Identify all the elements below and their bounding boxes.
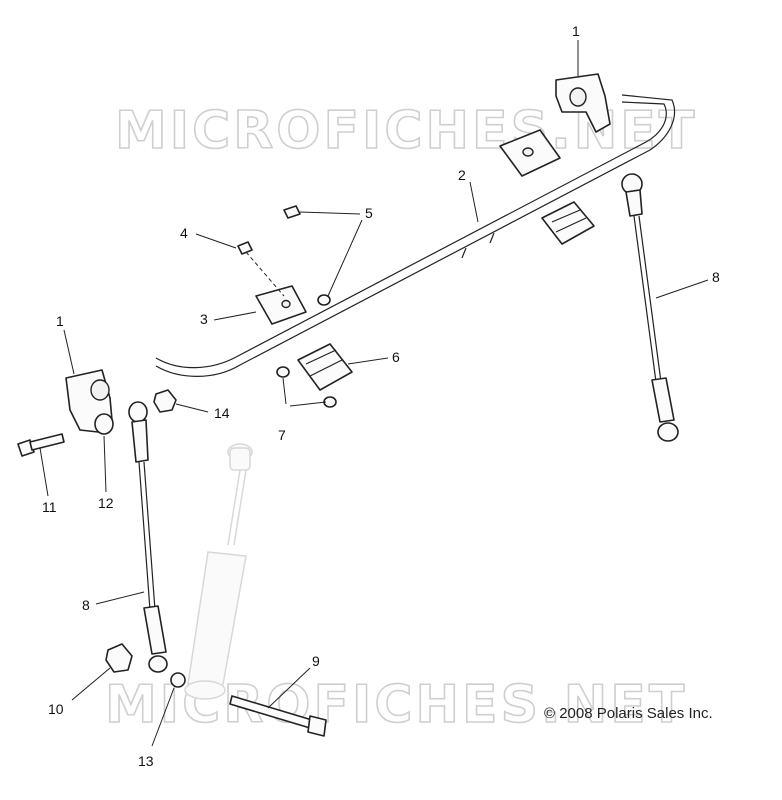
callout-7: 7 — [278, 427, 286, 443]
watermark-top: MICROFICHES.NET — [115, 101, 697, 161]
bar-clamp-3 — [255, 285, 307, 325]
callout-1-top: 1 — [572, 23, 580, 39]
washer-7a — [276, 366, 290, 378]
callout-6: 6 — [392, 349, 400, 365]
washer-12 — [94, 413, 114, 435]
callout-3: 3 — [200, 311, 208, 327]
stabilizer-bar — [155, 94, 676, 377]
stabilizer-link-right — [621, 173, 679, 442]
callout-8-left: 8 — [82, 597, 90, 613]
callout-12: 12 — [98, 495, 114, 511]
callout-13: 13 — [138, 753, 154, 769]
shock-absorber — [184, 443, 253, 700]
bolt-5a — [283, 205, 301, 219]
callout-8-right: 8 — [712, 269, 720, 285]
callout-11: 11 — [42, 499, 57, 515]
callout-5: 5 — [365, 205, 373, 221]
copyright-text: © 2008 Polaris Sales Inc. — [544, 705, 713, 722]
nut-14 — [153, 389, 177, 413]
stabilizer-link-left — [128, 401, 168, 673]
leader-lines — [39, 40, 709, 747]
nut-4 — [237, 241, 285, 297]
callout-1-left: 1 — [56, 313, 64, 329]
callout-14: 14 — [214, 405, 230, 421]
bar-bushing-top — [555, 73, 611, 133]
bar-clamp-top — [499, 129, 561, 177]
bolt-11 — [17, 433, 65, 457]
bolt-5b — [317, 294, 331, 306]
nut-10 — [105, 643, 133, 673]
bar-clamp-6 — [297, 343, 353, 391]
bar-clamp-right — [541, 201, 595, 245]
callout-2: 2 — [458, 167, 466, 183]
callout-4: 4 — [180, 225, 188, 241]
washer-13 — [170, 672, 186, 688]
bolt-9 — [229, 695, 327, 737]
callout-9: 9 — [312, 653, 320, 669]
callout-10: 10 — [48, 701, 64, 717]
